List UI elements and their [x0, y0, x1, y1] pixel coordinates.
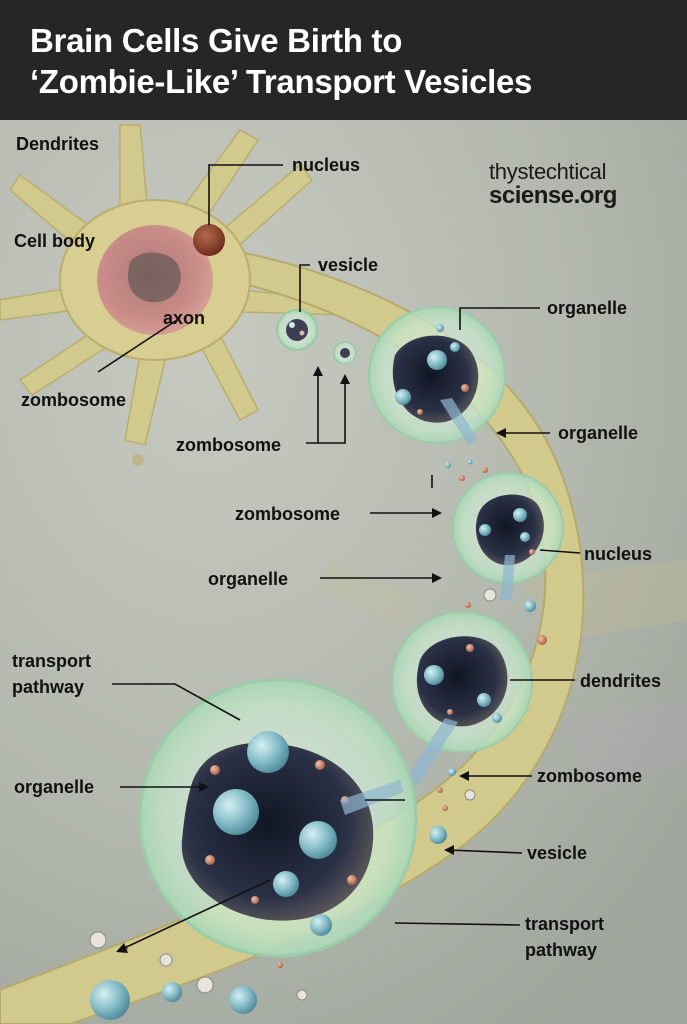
large-vesicle: [391, 611, 533, 786]
neuron-illustration: [0, 120, 687, 1024]
label-dendrites-top: Dendrites: [16, 134, 100, 154]
label-zombosome-left: zombosome: [21, 390, 127, 410]
brand-line-2: sciense.org: [489, 182, 617, 209]
cell-body-nucleus-shadow: [127, 252, 181, 303]
label-vesicle-top: vesicle: [318, 255, 379, 275]
large-vesicle: [452, 472, 564, 600]
label-vesicle-2: vesicle: [527, 843, 588, 863]
label-transport-pathway-1-line2: pathway: [12, 677, 85, 697]
label-transport-pathway-2-line1: transport: [525, 914, 605, 934]
label-zombosome-3: zombosome: [537, 766, 643, 786]
title-line-2: ‘Zombie-Like’ Transport Vesicles: [30, 63, 533, 100]
label-transport-pathway-2-line2: pathway: [525, 940, 598, 960]
label-organelle-3: organelle: [208, 569, 289, 589]
label-zombosome-mid: zombosome: [176, 435, 282, 455]
brand-logo: thystechtical sciense.org: [489, 160, 617, 208]
title-bar: Brain Cells Give Birth to ‘Zombie-Like’ …: [0, 0, 687, 120]
label-axon: axon: [163, 308, 206, 328]
nucleus-top: [193, 224, 225, 256]
label-organelle-4: organelle: [14, 777, 95, 797]
large-vesicle: [138, 678, 418, 958]
label-transport-pathway-1-line1: transport: [12, 651, 92, 671]
leader-lines: [97, 164, 581, 951]
small-vesicle: [276, 309, 318, 351]
label-dendrites-2: dendrites: [580, 671, 662, 691]
label-nucleus-top: nucleus: [292, 155, 361, 175]
small-vesicle: [333, 341, 357, 365]
large-vesicle: [368, 306, 506, 445]
label-organelle-2: organelle: [558, 423, 639, 443]
label-organelle-1: organelle: [547, 298, 628, 318]
transport-particles: [89, 454, 547, 1020]
label-cell-body: Cell body: [14, 231, 96, 251]
title-line-1: Brain Cells Give Birth to: [30, 22, 403, 59]
arrowheads: [116, 366, 506, 953]
background-neuron-blur: [560, 700, 687, 790]
label-nucleus-2: nucleus: [584, 544, 653, 564]
brand-line-1: thystechtical: [489, 159, 607, 184]
label-zombosome-2: zombosome: [235, 504, 341, 524]
